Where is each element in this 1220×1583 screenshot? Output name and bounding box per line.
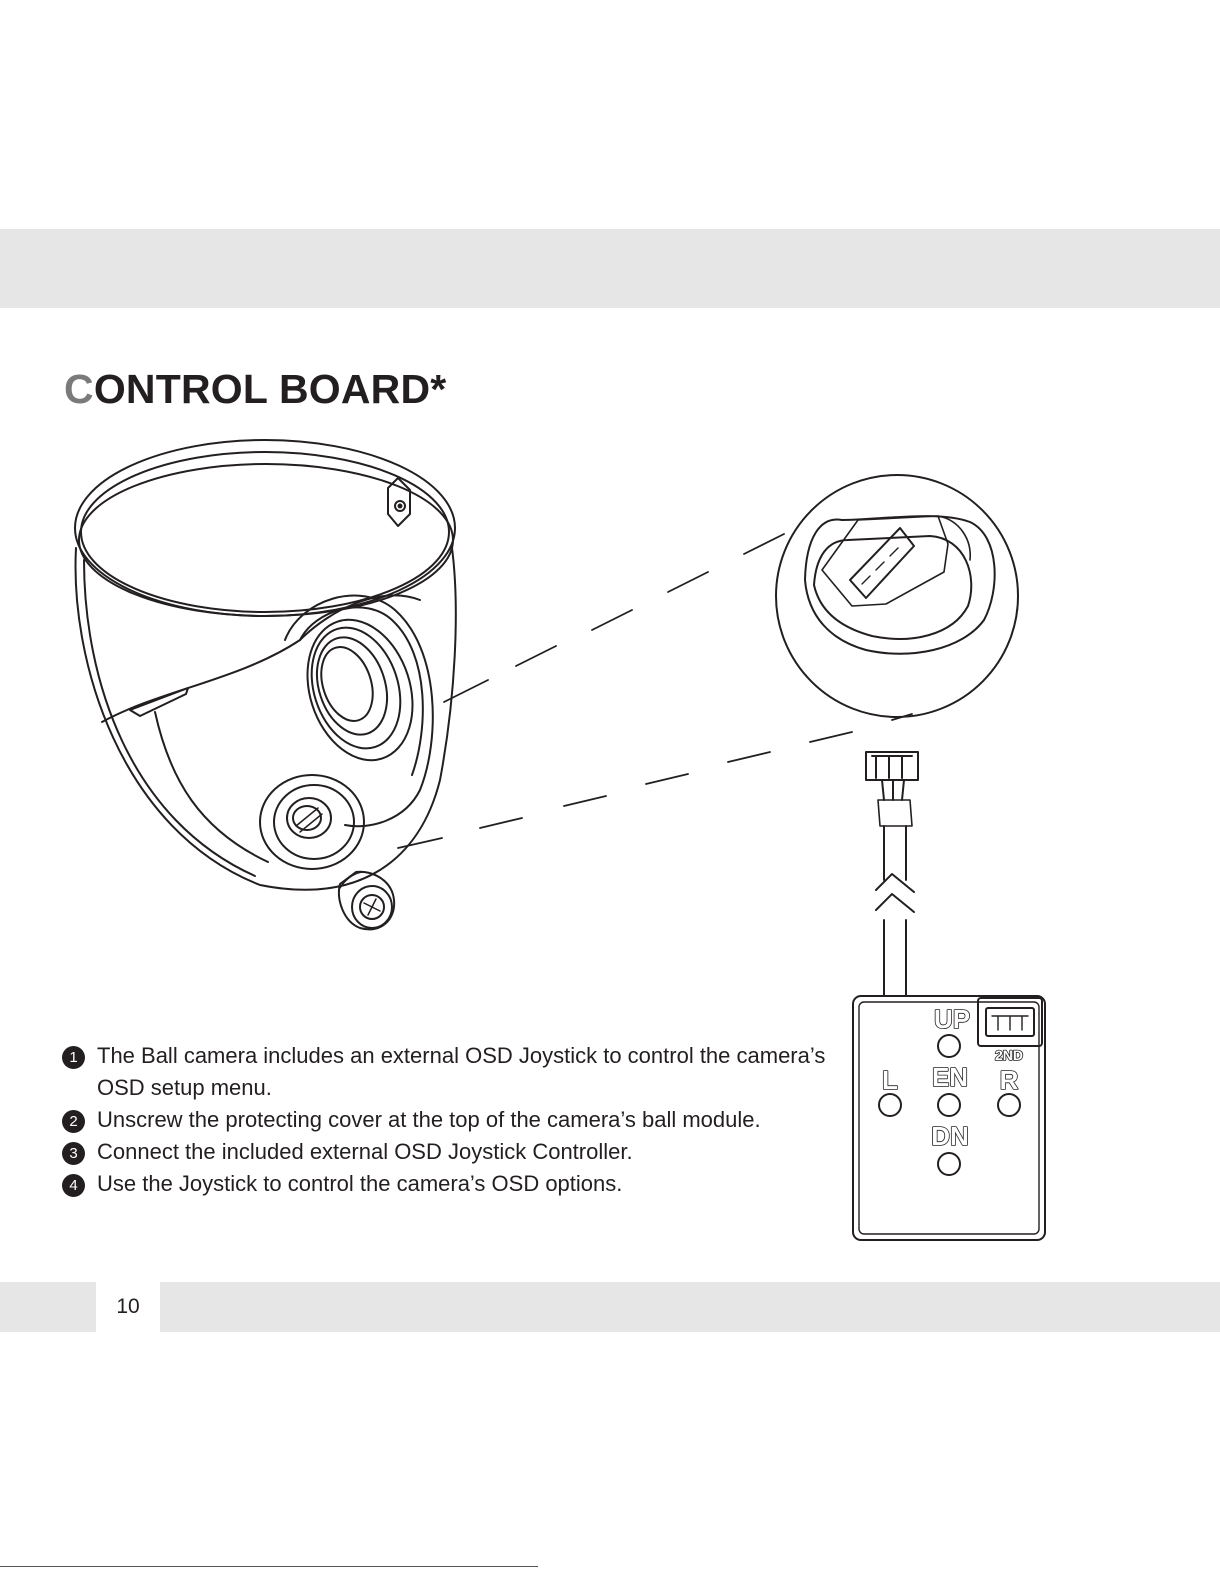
joystick-down-label: DN [931, 1121, 969, 1151]
instruction-step-3: 3 Connect the included external OSD Joys… [62, 1136, 832, 1168]
joystick-left-button [878, 1093, 902, 1117]
zoom-inset [775, 474, 1019, 718]
dome-opening-inner [129, 687, 189, 717]
joystick-up-button [937, 1034, 961, 1058]
step-text-2: Unscrew the protecting cover at the top … [97, 1107, 761, 1132]
instruction-step-4: 4 Use the Joystick to control the camera… [62, 1168, 832, 1200]
dome-rim-inner [80, 451, 450, 613]
step-number-2: 2 [62, 1110, 85, 1133]
osd-port-housing [259, 774, 365, 870]
step-number-4: 4 [62, 1174, 85, 1197]
joystick-right-label: R [1000, 1065, 1019, 1095]
bottom-rule [0, 1566, 538, 1567]
step-number-3: 3 [62, 1142, 85, 1165]
joystick-right-button [997, 1093, 1021, 1117]
step-text-3: Connect the included external OSD Joysti… [97, 1139, 633, 1164]
dome-shell [74, 547, 457, 891]
header-band [0, 229, 1220, 308]
page-title: CONTROL BOARD* [64, 366, 446, 413]
instruction-list: 1 The Ball camera includes an external O… [62, 1040, 832, 1200]
joystick-2nd-label: 2ND [995, 1047, 1023, 1063]
instruction-step-1: 1 The Ball camera includes an external O… [62, 1040, 832, 1104]
step-text-4: Use the Joystick to control the camera’s… [97, 1171, 623, 1196]
lens-module [284, 594, 434, 828]
dome-opening [101, 594, 421, 723]
leader-lines [397, 533, 913, 849]
dome-camera [74, 439, 457, 931]
step-text-1: The Ball camera includes an external OSD… [97, 1043, 826, 1100]
dome-rim [74, 439, 456, 617]
title-rest: ONTROL BOARD* [93, 366, 447, 412]
control-board-illustration: UP EN DN L R 2ND [74, 439, 1046, 1241]
page-number: 10 [116, 1295, 140, 1318]
joystick-controller [852, 995, 1046, 1241]
joystick-down-button [937, 1152, 961, 1176]
dome-rim-lip [78, 463, 454, 617]
joystick-left-label: L [882, 1065, 898, 1095]
title-initial: C [64, 366, 94, 412]
instruction-step-2: 2 Unscrew the protecting cover at the to… [62, 1104, 832, 1136]
cable-connector [865, 751, 919, 997]
joystick-enter-button [937, 1093, 961, 1117]
dome-shell-inner [83, 559, 256, 877]
joystick-up-label: UP [934, 1004, 970, 1034]
protecting-cover-screw [338, 870, 396, 931]
step-number-1: 1 [62, 1046, 85, 1069]
footer-band-right [160, 1282, 1220, 1332]
joystick-enter-label: EN [932, 1062, 968, 1092]
joystick-labels: UP EN DN L R 2ND [881, 1003, 1024, 1152]
tamper-screw [387, 477, 411, 527]
dome-window-edge [154, 711, 269, 863]
footer-band-left [0, 1282, 96, 1332]
